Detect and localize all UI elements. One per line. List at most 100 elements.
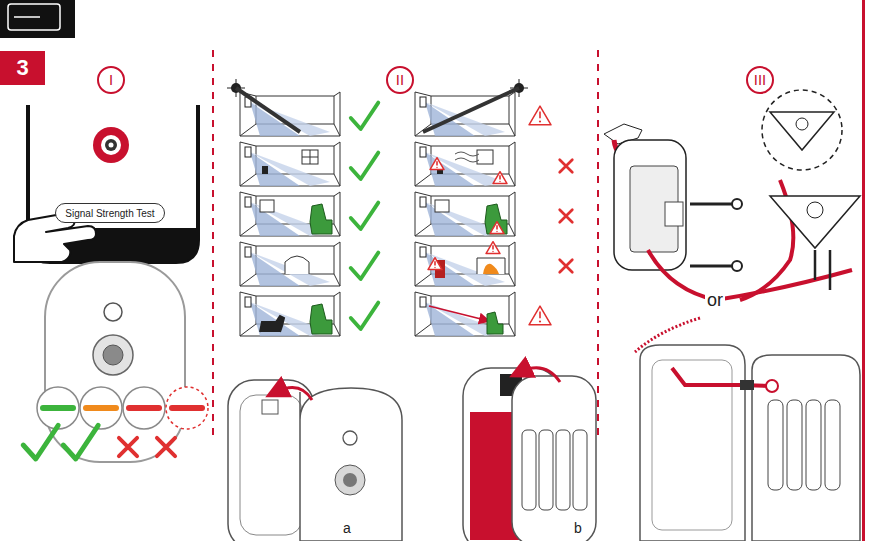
warning-bar [496, 225, 498, 229]
detector-mini [245, 197, 251, 207]
led-indicator [123, 387, 165, 429]
detector-mini [420, 147, 426, 157]
battery [522, 430, 536, 510]
detector-mini [245, 297, 251, 307]
warning-sign [428, 258, 442, 270]
detector-body [45, 262, 185, 462]
archway [285, 256, 309, 274]
warning-bar [436, 161, 438, 165]
cable [672, 368, 772, 386]
cross-mark [560, 160, 573, 173]
room-sketch [415, 142, 515, 186]
detector-mini [245, 247, 251, 257]
warning-dot [492, 251, 493, 252]
node-text: I [109, 72, 113, 88]
dog [260, 316, 284, 332]
or-label: or [705, 290, 725, 311]
room-sketch [415, 79, 528, 136]
detector-led [343, 431, 357, 445]
warning-sign [529, 306, 551, 325]
screw-head [732, 199, 742, 209]
fireplace [477, 258, 505, 274]
room-edges [240, 292, 340, 336]
edge-bar [862, 0, 865, 541]
open-arrow [276, 388, 312, 401]
mount-hinge [665, 202, 683, 226]
room-sketch [240, 142, 340, 186]
section-divider [597, 50, 599, 440]
bracket-hole [796, 118, 808, 130]
room-sketch [240, 292, 340, 336]
target-icon [93, 127, 129, 163]
detector-mini [420, 247, 426, 257]
warning-dot [496, 231, 497, 232]
open-housing [752, 355, 860, 541]
armchair [487, 312, 503, 334]
room-sketch [415, 292, 515, 336]
cross-mark [119, 438, 137, 456]
detector-mini [420, 97, 426, 107]
part-letter: b [572, 520, 584, 536]
node-text: II [396, 72, 404, 88]
airflow [455, 152, 479, 162]
section-number-circle: I [97, 66, 125, 94]
warning-dot [539, 120, 541, 122]
led-indicator [166, 387, 208, 429]
warning-dot [434, 267, 435, 268]
sun-beam [423, 88, 519, 132]
screw-head [732, 261, 742, 271]
detection-zone [425, 252, 505, 286]
armchair [310, 304, 332, 334]
warning-bar [539, 112, 541, 119]
led-indicator [80, 387, 122, 429]
detector-led [104, 303, 122, 321]
battery [768, 400, 783, 490]
section-number-circle: II [386, 66, 414, 94]
warning-bar [539, 312, 541, 319]
target-ring [101, 135, 121, 155]
warning-sign [493, 172, 507, 184]
screw [815, 250, 830, 290]
warning-bar [434, 261, 436, 265]
node-text: 3 [16, 55, 28, 81]
part-letter: a [341, 520, 353, 536]
armchair [485, 204, 507, 234]
warning-dot [436, 167, 437, 168]
warning-dot [499, 181, 500, 182]
room-edges [240, 142, 340, 186]
room-edges [240, 242, 340, 286]
open-housing [640, 345, 745, 541]
room-edges [415, 242, 515, 286]
warning-sign [490, 222, 504, 234]
check-mark [23, 425, 58, 459]
warning-bar [499, 175, 501, 179]
room-edges [240, 92, 340, 136]
led-indicator [37, 387, 79, 429]
detector-mini [245, 147, 251, 157]
warning-sign [529, 106, 551, 125]
window [260, 200, 274, 212]
node-text: III [754, 72, 766, 88]
detector-mini [420, 197, 426, 207]
battery-case [512, 376, 596, 541]
detector-lens [93, 335, 133, 375]
detector-lens-core [103, 345, 123, 365]
screw [690, 204, 735, 266]
detection-zone [425, 102, 505, 136]
heater [262, 166, 268, 174]
battery [539, 430, 553, 510]
window [435, 200, 449, 212]
bracket-hole [807, 202, 823, 218]
battery [787, 400, 802, 490]
room-edges [415, 142, 515, 186]
battery [556, 430, 570, 510]
led-color-bar [169, 405, 205, 411]
section-divider [212, 50, 214, 440]
corner-bracket [770, 112, 834, 150]
check-mark [351, 153, 379, 179]
sun-beam [236, 88, 300, 132]
check-mark [351, 203, 379, 229]
detection-zone [250, 252, 330, 286]
